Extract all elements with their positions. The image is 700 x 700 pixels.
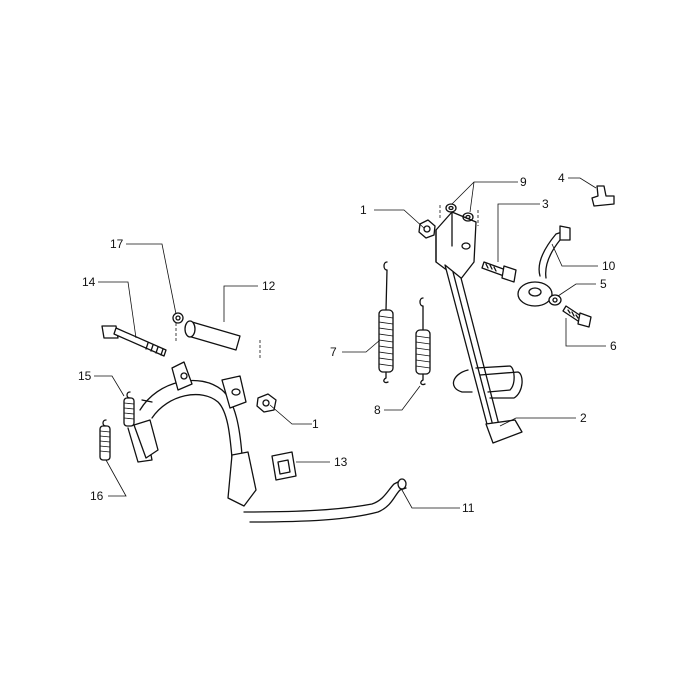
centre-stand-frame: [127, 361, 257, 507]
washer-17: [172, 312, 184, 324]
callout-14: 14: [82, 275, 96, 289]
callout-12: 12: [262, 279, 276, 293]
callout-10: 10: [602, 259, 616, 273]
leader-lines: [94, 177, 606, 509]
callout-17: 17: [110, 237, 124, 251]
callout-3: 3: [542, 197, 549, 211]
washer-5: [548, 294, 562, 306]
callout-13: 13: [334, 455, 348, 469]
pin-12: [175, 318, 261, 360]
spring-15: [123, 391, 135, 427]
callout-15: 15: [78, 369, 92, 383]
callout-5: 5: [600, 277, 607, 291]
callout-6: 6: [610, 339, 617, 353]
callout-1-bottom: 1: [312, 417, 319, 431]
bolt-3: [481, 261, 517, 283]
callout-2: 2: [580, 411, 587, 425]
nut-1-left: [256, 393, 277, 413]
callout-4: 4: [558, 171, 565, 185]
callout-9: 9: [520, 175, 527, 189]
spring-7: [378, 261, 394, 384]
callout-7: 7: [330, 345, 337, 359]
callout-16: 16: [90, 489, 104, 503]
screw-6: [562, 305, 592, 328]
spring-16: [99, 419, 111, 461]
nut-1-right: [418, 219, 436, 239]
lever-arm-11: [243, 478, 407, 523]
rubber-pad-4: [591, 185, 615, 207]
callout-labels: 1 1 2 3 4 5 6 7 8 9 10 11 12 13 14 15 16…: [78, 171, 617, 515]
callout-8: 8: [374, 403, 381, 417]
bolt-14: [101, 325, 167, 357]
spring-8: [415, 297, 431, 386]
callout-1-top: 1: [360, 203, 367, 217]
washers-9: [439, 203, 479, 226]
side-stand-leg: [435, 211, 523, 444]
rubber-block-13: [271, 451, 297, 481]
callout-11: 11: [462, 501, 475, 515]
rubber-buffer-10: [517, 225, 571, 307]
